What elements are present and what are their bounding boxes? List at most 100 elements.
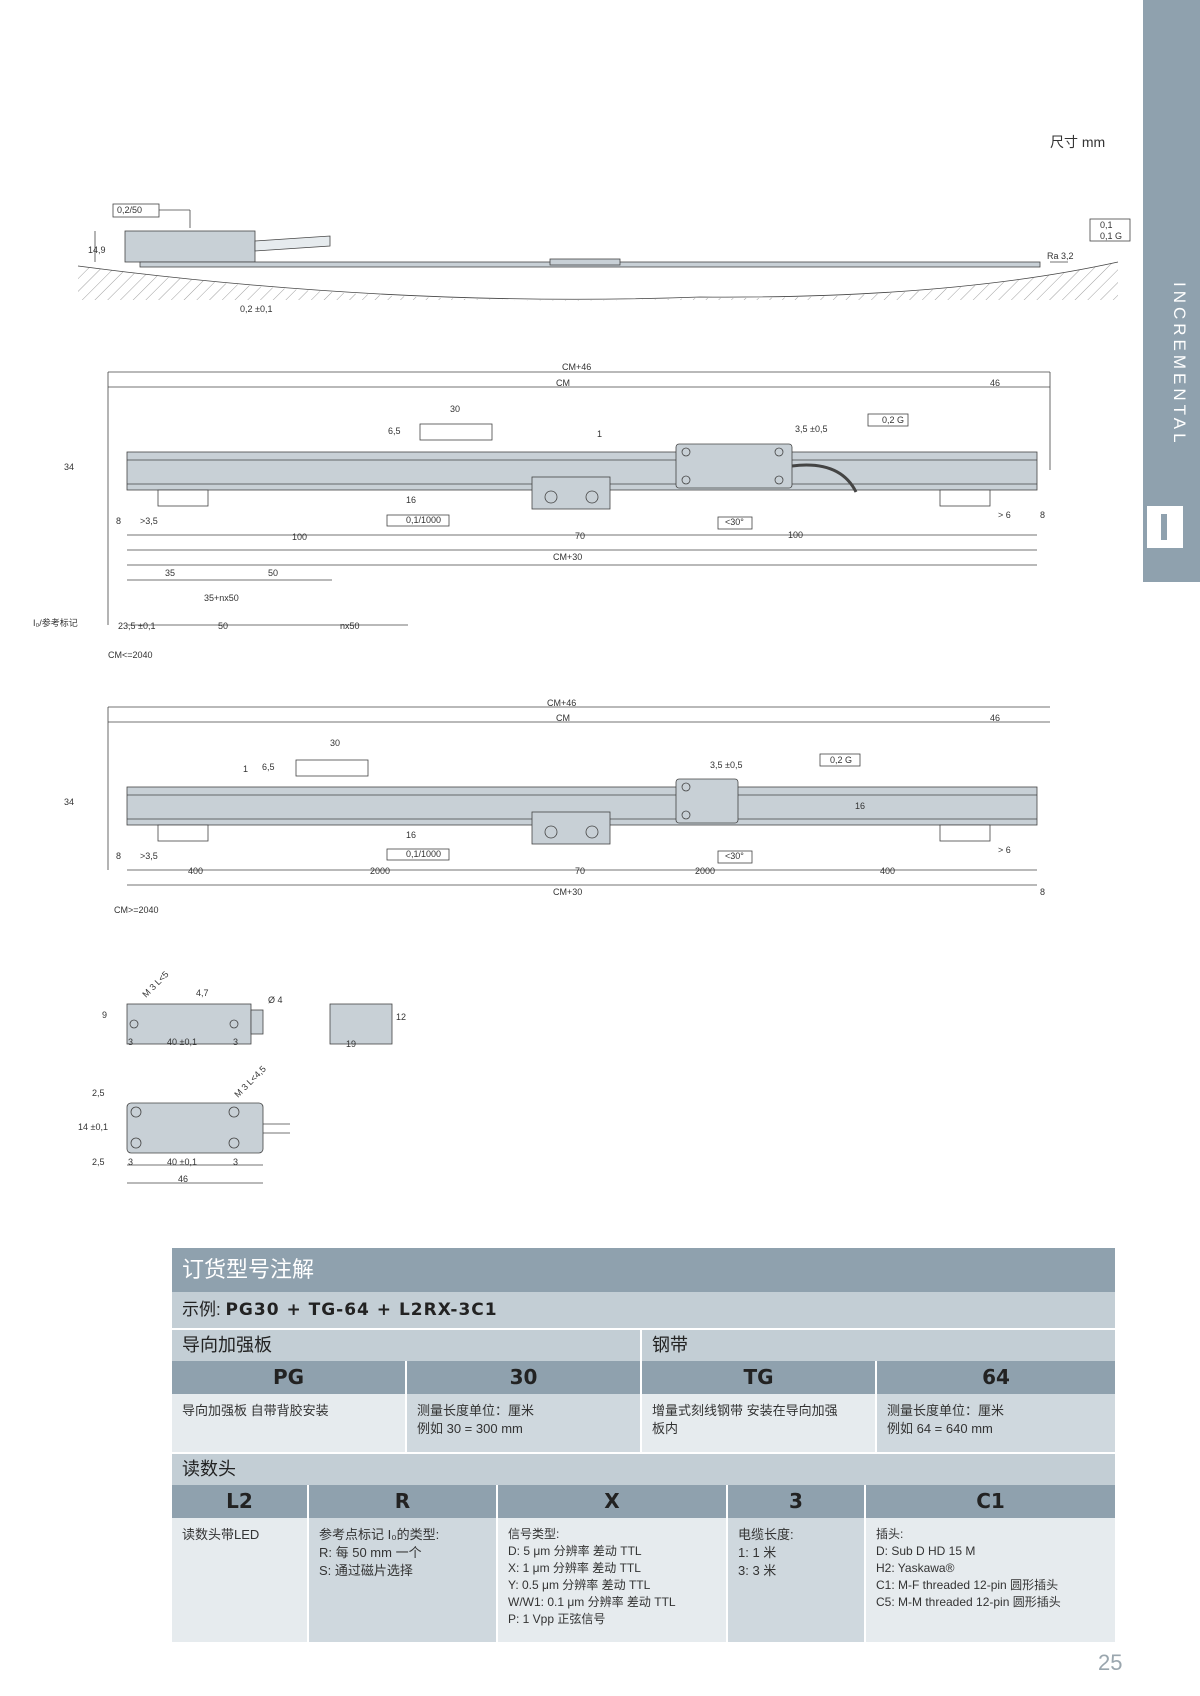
d16-label-2: 16 — [406, 830, 416, 840]
d9-label: 9 — [102, 1010, 107, 1020]
d1-label: 1 — [597, 429, 602, 439]
tol-label-1: 0,1 — [1100, 220, 1113, 230]
code-cell: TG — [642, 1361, 877, 1394]
d30-label-2: 30 — [330, 738, 340, 748]
ratio-label: 0,1/1000 — [406, 515, 441, 525]
d8-label-a: 8 — [1040, 510, 1045, 520]
d235-label: 23,5 ±0,1 — [118, 621, 155, 631]
d3-label-c: 3 — [128, 1157, 133, 1167]
angle-label-2: <30° — [725, 851, 744, 861]
section-steel-tape: 钢带 — [642, 1330, 1115, 1361]
code-cell: L2 — [172, 1485, 309, 1518]
cm-ge-label: CM>=2040 — [114, 905, 159, 915]
d30-label: 30 — [450, 404, 460, 414]
d400-label-a: 400 — [188, 866, 203, 876]
d16-label-3: 16 — [855, 801, 865, 811]
d47-label: 4,7 — [196, 988, 209, 998]
d3-label-a: 3 — [128, 1037, 133, 1047]
d2000-label-a: 2000 — [370, 866, 390, 876]
d50-label-b: 50 — [218, 621, 228, 631]
d65-label: 6,5 — [388, 426, 401, 436]
code-cell: 30 — [407, 1361, 642, 1394]
desc-cell: 测量长度单位：厘米例如 30 = 300 mm — [407, 1394, 642, 1452]
cm-label: CM — [556, 378, 570, 388]
ratio-label-2: 0,1/1000 — [406, 849, 441, 859]
d8-label-c: 8 — [116, 851, 121, 861]
code-cell: X — [498, 1485, 728, 1518]
d50-label-a: 50 — [268, 568, 278, 578]
gt6-label-2: > 6 — [998, 845, 1011, 855]
cm-le-label: CM<=2040 — [108, 650, 153, 660]
d70-label: 70 — [575, 531, 585, 541]
code-cell: R — [309, 1485, 498, 1518]
gt35-label: >3,5 — [140, 516, 158, 526]
gt6-label: > 6 — [998, 510, 1011, 520]
page-number: 25 — [1098, 1650, 1123, 1675]
cm-label-2: CM — [556, 713, 570, 723]
roughness-label: Ra 3,2 — [1047, 251, 1074, 261]
table-title: 订货型号注解 — [172, 1248, 1115, 1292]
reference-mark-label: I₀/参考标记 — [33, 617, 78, 628]
d25-label-a: 2,5 — [92, 1088, 105, 1098]
section-read-head: 读数头 — [172, 1454, 1115, 1485]
desc-cell: 测量长度单位：厘米例如 64 = 640 mm — [877, 1394, 1115, 1452]
d8-label-d: 8 — [1040, 887, 1045, 897]
d3-label-b: 3 — [233, 1037, 238, 1047]
d1-label-2: 1 — [243, 764, 248, 774]
tol-label-2: 0,1 G — [1100, 231, 1122, 241]
flatness-label: 0,2/50 — [117, 205, 142, 215]
desc-cell: 增量式刻线钢带 安装在导向加强板内 — [642, 1394, 877, 1452]
d35tol-label-2: 3,5 ±0,5 — [710, 760, 742, 770]
d34-label-2: 34 — [64, 797, 74, 807]
desc-cell: 读数头带LED — [172, 1518, 309, 1642]
d35-label: 35 — [165, 568, 175, 578]
thread-label-2: M 3 L<4,5 — [232, 1064, 268, 1100]
d40-label-b: 40 ±0,1 — [167, 1157, 197, 1167]
d8-label-b: 8 — [116, 516, 121, 526]
section-guide-plate: 导向加强板 — [172, 1330, 642, 1361]
example-row: 示例: PG30 + TG-64 + L2RX-3C1 — [172, 1292, 1115, 1328]
d40-label-a: 40 ±0,1 — [167, 1037, 197, 1047]
cm46-label: CM+46 — [562, 362, 591, 372]
order-code-table: 订货型号注解 示例: PG30 + TG-64 + L2RX-3C1 导向加强板… — [172, 1248, 1115, 1642]
d100-label-a: 100 — [292, 532, 307, 542]
d19-label: 19 — [346, 1039, 356, 1049]
cm30-label: CM+30 — [553, 552, 582, 562]
height-label: 14,9 — [88, 245, 106, 255]
d34-label: 34 — [64, 462, 74, 472]
d25-label-b: 2,5 — [92, 1157, 105, 1167]
nx50-label: nx50 — [340, 621, 360, 631]
unit-label: 尺寸 mm — [1050, 134, 1106, 150]
d35tol-label: 3,5 ±0,5 — [795, 424, 827, 434]
desc-cell: 导向加强板 自带背胶安装 — [172, 1394, 407, 1452]
technical-drawing: 0,2/50 14,9 0,2 ±0,1 0,1 0,1 G Ra 3,2 CM… — [33, 203, 1131, 1184]
side-band — [1143, 0, 1200, 582]
d35n50-label: 35+nx50 — [204, 593, 239, 603]
d100-label-b: 100 — [788, 530, 803, 540]
gap-label: 0,2 ±0,1 — [240, 304, 272, 314]
section-tab-icon — [1147, 506, 1183, 548]
d16-label: 16 — [406, 495, 416, 505]
d46-label-3: 46 — [178, 1174, 188, 1184]
d14-label: 14 ±0,1 — [78, 1122, 108, 1132]
d46-label: 46 — [990, 378, 1000, 388]
diameter-label: Ø 4 — [268, 995, 283, 1005]
par-label: 0,2 G — [882, 415, 904, 425]
thread-label: M 3 L<5 — [140, 969, 170, 999]
cm30-label-2: CM+30 — [553, 887, 582, 897]
code-cell: PG — [172, 1361, 407, 1394]
example-code: PG30 + TG-64 + L2RX-3C1 — [225, 1300, 498, 1320]
d12-label: 12 — [396, 1012, 406, 1022]
gt35-label-2: >3,5 — [140, 851, 158, 861]
d400-label-b: 400 — [880, 866, 895, 876]
code-cell: 64 — [877, 1361, 1115, 1394]
d65-label-2: 6,5 — [262, 762, 275, 772]
angle-label: <30° — [725, 517, 744, 527]
d3-label-d: 3 — [233, 1157, 238, 1167]
d46-label-2: 46 — [990, 713, 1000, 723]
code-cell: 3 — [728, 1485, 866, 1518]
